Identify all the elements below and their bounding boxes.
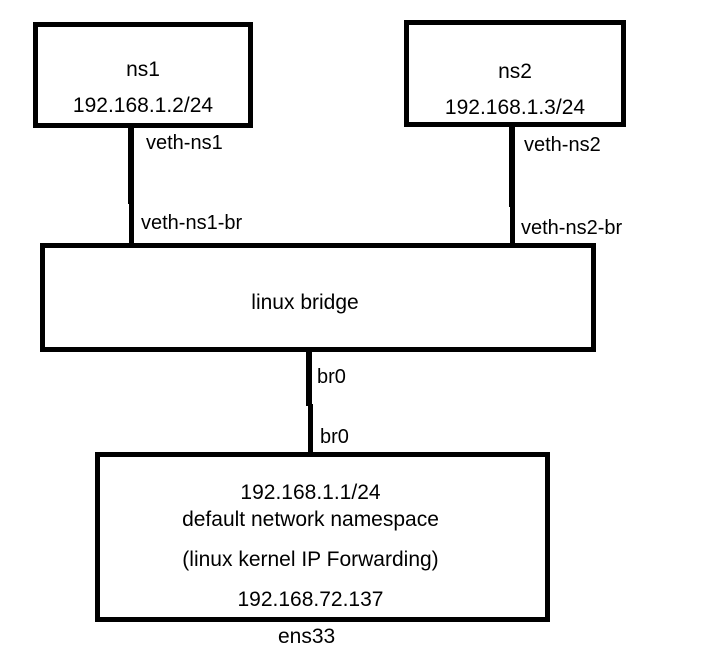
label-veth-ns2-br: veth-ns2-br <box>521 217 623 239</box>
default-ns-note: (linux kernel IP Forwarding) <box>182 548 439 571</box>
label-veth-ns2: veth-ns2 <box>524 134 601 156</box>
node-ns1: ns1 192.168.1.2/24 <box>33 22 253 128</box>
node-linux-bridge: linux bridge <box>40 243 596 352</box>
veth-ns1-edge-upper <box>128 126 134 204</box>
default-ns-title: default network namespace <box>182 508 439 531</box>
veth-ns2-edge-upper <box>509 125 515 207</box>
default-ns-bridge-ip: 192.168.1.1/24 <box>240 481 381 504</box>
br0-edge-upper <box>306 350 312 406</box>
br0-edge-lower <box>308 404 313 454</box>
node-default-namespace: 192.168.1.1/24 default network namespace… <box>95 452 550 622</box>
ns1-ip-address: 192.168.1.2/24 <box>72 94 214 117</box>
node-ns2: ns2 192.168.1.3/24 <box>404 20 626 127</box>
label-veth-ns1-br: veth-ns1-br <box>141 212 243 234</box>
linux-bridge-title: linux bridge <box>251 290 359 314</box>
veth-ns2-edge-lower <box>510 205 515 245</box>
ns2-ip-address: 192.168.1.3/24 <box>444 96 586 119</box>
ns1-title: ns1 <box>126 58 160 81</box>
label-veth-ns1: veth-ns1 <box>146 132 223 154</box>
label-ens33: ens33 <box>278 625 336 648</box>
label-br0-lower: br0 <box>320 426 349 448</box>
label-br0-upper: br0 <box>317 366 346 388</box>
default-ns-external-ip: 192.168.72.137 <box>237 588 384 611</box>
ns2-title: ns2 <box>498 60 532 83</box>
veth-ns1-edge-lower <box>129 202 134 245</box>
